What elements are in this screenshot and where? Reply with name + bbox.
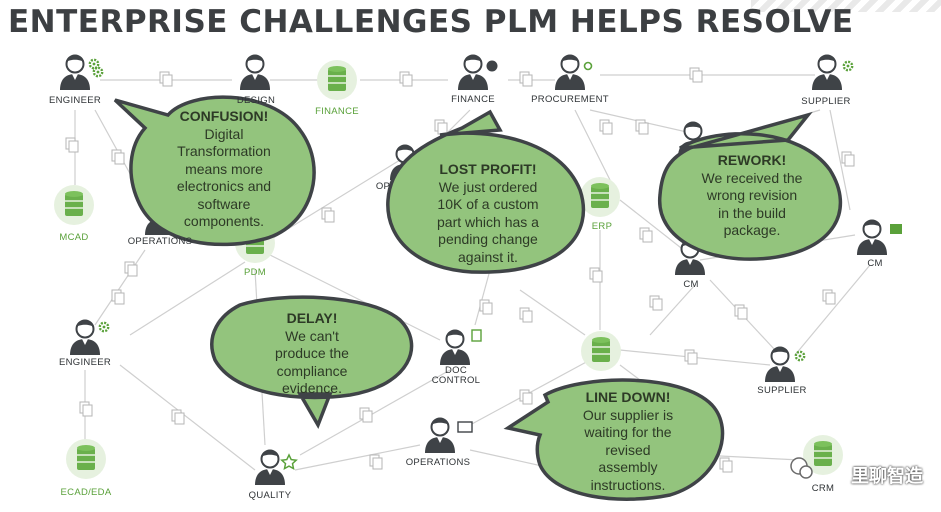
line-down-body: Our supplier is waiting for the revised … xyxy=(582,406,674,493)
quality-label: QUALITY xyxy=(248,490,292,501)
design-icon xyxy=(239,54,271,91)
page-title: ENTERPRISE CHALLENGES PLM HELPS RESOLVE xyxy=(8,4,854,40)
operations-bottom-label: OPERATIONS xyxy=(405,457,471,468)
ecad-label: ECAD/EDA xyxy=(60,487,112,498)
rework-text: REWORK! We received the wrong revision i… xyxy=(702,152,803,240)
plm-database-icon xyxy=(580,330,622,372)
mcad-label: MCAD xyxy=(59,232,89,243)
line-down-heading: LINE DOWN! xyxy=(585,389,671,405)
dollar-coin-icon xyxy=(486,60,498,72)
confusion-body: Digital Transformation means more electr… xyxy=(176,125,272,230)
line-down-text: LINE DOWN! Our supplier is waiting for t… xyxy=(583,389,673,494)
supplier-top-icon xyxy=(811,54,843,91)
rework-bubble xyxy=(658,111,843,261)
gear-icon xyxy=(98,321,110,333)
procurement-icon xyxy=(554,54,586,91)
rework-heading: REWORK! xyxy=(717,152,787,168)
crm-label: CRM xyxy=(811,483,835,494)
monitor-icon xyxy=(457,421,473,433)
pdm-label: PDM xyxy=(243,267,267,278)
header-stripe xyxy=(751,0,941,12)
lost-profit-bubble xyxy=(386,109,586,274)
lost-profit-body: We just ordered 10K of a custom part whi… xyxy=(437,178,539,265)
magnifier-icon xyxy=(583,61,593,71)
cm-right-label: CM xyxy=(867,258,883,269)
confusion-heading: CONFUSION! xyxy=(179,108,269,124)
lost-profit-heading: LOST PROFIT! xyxy=(439,161,537,177)
doc-control-icon xyxy=(439,329,471,366)
finance-database-icon xyxy=(316,59,358,101)
watermark-text: 里聊智造 xyxy=(851,466,923,486)
erp-label: ERP xyxy=(591,221,613,232)
finance-db-label: FINANCE xyxy=(315,106,359,117)
supplier-top-label: SUPPLIER xyxy=(801,96,851,107)
gear-icon xyxy=(92,66,104,78)
star-icon xyxy=(280,453,298,471)
speech-bubbles xyxy=(113,95,843,501)
cm-center-label: CM xyxy=(683,279,699,290)
engineer-top-icon xyxy=(59,54,91,91)
confusion-text: CONFUSION! Digital Transformation means … xyxy=(177,108,271,231)
confusion-bubble xyxy=(113,95,316,247)
supplier-right-label: SUPPLIER xyxy=(757,385,807,396)
operations-partial-label: OP xyxy=(375,181,391,192)
design-label: DESIGN xyxy=(236,95,276,106)
operations-bottom-icon xyxy=(424,417,456,454)
rework-body: We received the wrong revision in the bu… xyxy=(701,169,803,239)
lost-profit-text: LOST PROFIT! We just ordered 10K of a cu… xyxy=(437,161,539,266)
clipboard-icon xyxy=(471,329,482,342)
delay-text: DELAY! We can't produce the compliance e… xyxy=(275,310,349,398)
gear-icon xyxy=(842,60,854,72)
engineer-left-label: ENGINEER xyxy=(58,357,112,368)
finance-person-icon xyxy=(457,54,489,91)
operations-left-label: OPERATIONS xyxy=(127,236,193,247)
erp-database-icon xyxy=(579,176,621,218)
engineer-left-icon xyxy=(69,319,101,356)
line-down-bubble xyxy=(503,378,725,501)
ecad-database-icon xyxy=(65,438,107,480)
cm-right-icon xyxy=(856,219,888,256)
delay-body: We can't produce the compliance evidence… xyxy=(275,327,349,397)
delay-heading: DELAY! xyxy=(286,310,338,326)
quality-icon xyxy=(254,449,286,486)
mcad-database-icon xyxy=(53,184,95,226)
doc-control-label: DOC CONTROL xyxy=(431,365,481,386)
delay-bubble xyxy=(210,295,414,430)
finance-person-label: FINANCE xyxy=(451,94,495,105)
engineer-top-label: ENGINEER xyxy=(48,95,102,106)
procurement-label: PROCUREMENT xyxy=(531,94,609,105)
watermark-logo xyxy=(790,457,813,479)
factory-icon xyxy=(890,224,902,234)
